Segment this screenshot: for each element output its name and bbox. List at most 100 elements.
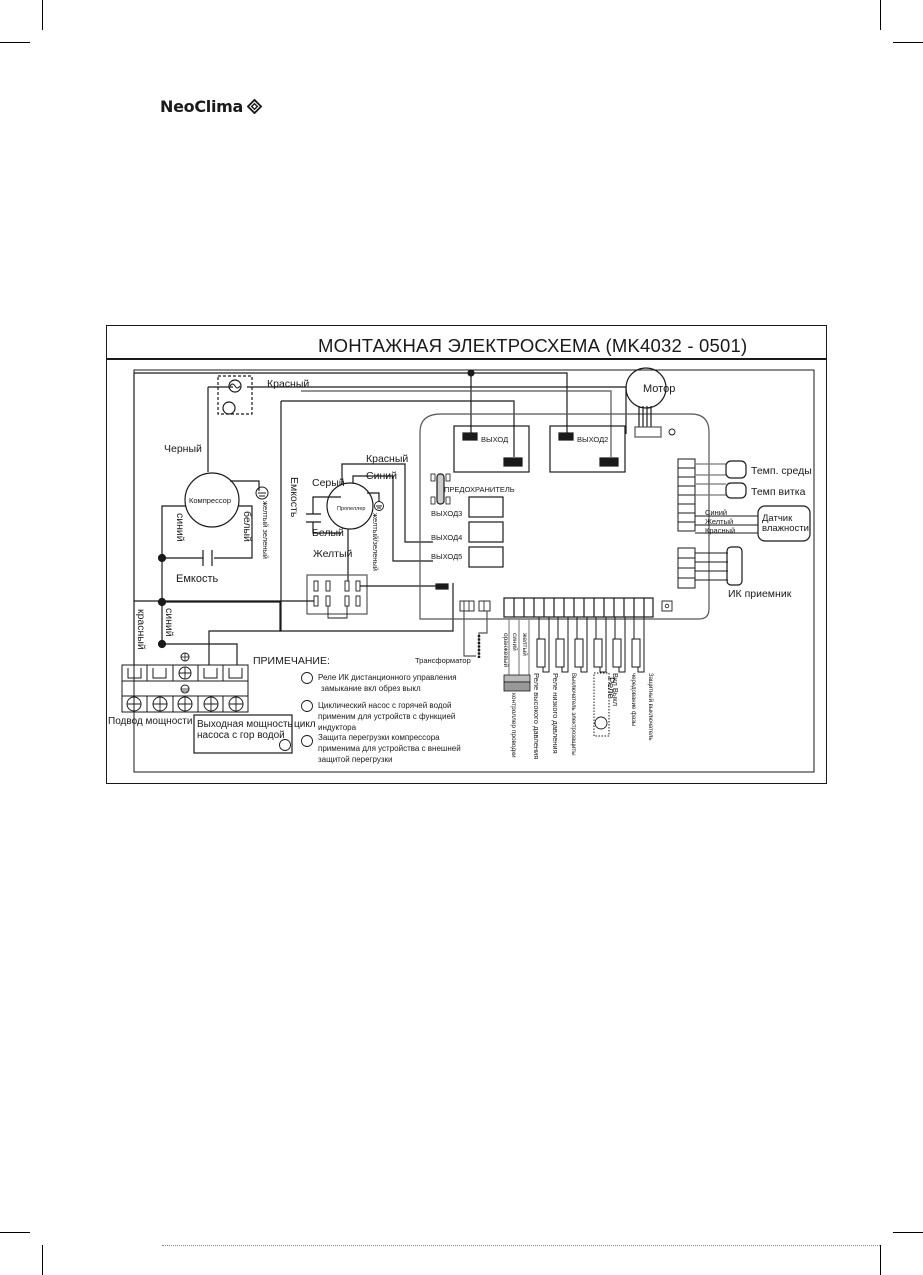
control-board	[419, 413, 710, 620]
fan-motor	[625, 367, 667, 409]
pump-output-box	[193, 714, 293, 754]
brand-logo: NeoClima	[160, 97, 263, 116]
label-hum-yellow: Желтый	[705, 517, 733, 526]
sensor-connectors	[677, 458, 696, 589]
coil-temp-sensor	[725, 482, 747, 499]
brand-name: NeoClima	[160, 97, 244, 116]
label-red-fan: Красный	[366, 453, 408, 465]
compressor	[184, 472, 240, 528]
label-transformer: Трансформатор	[415, 656, 471, 665]
output2-relay	[549, 425, 626, 473]
label-compressor: Компрессор	[189, 496, 231, 505]
propeller-motor	[326, 482, 374, 530]
label-on-off: Вкл Выкл	[611, 673, 620, 706]
crop-mark	[893, 1232, 923, 1233]
label-ambient-temp: Темп. среды	[751, 465, 812, 477]
crop-mark	[893, 42, 923, 43]
ir-receiver	[726, 546, 743, 586]
ground-icon	[255, 486, 269, 500]
diamond-arrows-logo-icon	[247, 99, 263, 114]
label-high-pressure: Реле высокого давления	[532, 673, 541, 759]
label-output1: ВЫХОД	[481, 435, 508, 444]
wire-red-top	[208, 386, 627, 434]
label-yg-comp: желтый зеленый	[261, 501, 270, 559]
label-orange: оранжевый	[502, 633, 510, 668]
label-yg-fan: желтый/зеленый	[371, 513, 380, 571]
label-coil-temp: Темп витка	[751, 486, 806, 498]
label-electric-protection: Выключатель электрозащиты	[570, 673, 576, 756]
label-notes-heading: ПРИМЕЧАНИЕ:	[253, 655, 330, 667]
label-hum-blue: Синий	[705, 508, 727, 517]
label-white-fan: Белый	[312, 527, 344, 539]
note-2-line-1: Циклический насос с горячей водой	[318, 701, 451, 710]
crop-mark	[880, 0, 881, 30]
label-wire-controller: контроллер проводки	[510, 693, 517, 758]
label-phase-sequence: чередование фазы	[630, 673, 636, 726]
label-yellow-fan: Желтый	[313, 548, 353, 560]
ambient-temp-sensor	[725, 460, 747, 479]
output4	[468, 521, 504, 543]
wire-output2	[301, 390, 612, 457]
wiring-schematic: Красный Черный Красный Синий Серый Белый…	[108, 367, 815, 773]
wire-comp-blue	[161, 505, 186, 558]
note-3-line-3: защитой перегрузки	[318, 755, 392, 764]
label-ir-receiver: ИК приемник	[728, 588, 792, 600]
label-blue-ctrl: синий	[511, 633, 519, 651]
output5	[468, 546, 504, 568]
bottom-connector-strip	[503, 597, 654, 618]
note-1-line-2: замыкание вкл обрез выкл	[321, 684, 421, 693]
label-propeller: Пропеллер	[337, 506, 365, 512]
label-output4: ВЫХОД4	[431, 533, 462, 542]
note-1-line-1: Реле ИК дистанционного управления	[318, 673, 457, 682]
fuse	[436, 473, 445, 505]
crop-mark	[0, 42, 30, 43]
diagram-title-bar: МОНТАЖНАЯ ЭЛЕКТРОСХЕМА (MK4032 - 0501)	[107, 326, 826, 360]
output3	[468, 496, 504, 518]
label-capacitor-comp: Емкость	[176, 573, 218, 585]
overload-protector	[217, 375, 253, 415]
label-pump-output-suffix: цикл	[294, 719, 316, 730]
label-capacitor-fan: Емкость	[288, 477, 300, 518]
diagram-title: МОНТАЖНАЯ ЭЛЕКТРОСХЕМА (MK4032 - 0501)	[318, 335, 748, 356]
label-hum-red: Красный	[705, 526, 735, 535]
label-pump-output-2: насоса с гор водой	[197, 730, 285, 741]
label-blue-fan: Синий	[366, 470, 397, 482]
crop-mark	[880, 1245, 881, 1275]
crop-mark	[42, 0, 43, 30]
label-black: Черный	[164, 443, 202, 455]
label-fuse: ПРЕДОХРАНИТЕЛЬ	[444, 485, 515, 494]
wiring-diagram-frame: МОНТАЖНАЯ ЭЛЕКТРОСХЕМА (MK4032 - 0501)	[106, 325, 827, 784]
power-terminal-block	[121, 652, 249, 713]
wire-output1-right	[281, 400, 515, 457]
label-blue-comp: синий	[174, 513, 186, 542]
transformer	[463, 611, 488, 657]
label-yellow-ctrl: желтый	[521, 633, 529, 656]
capacitor-comp	[162, 550, 213, 566]
label-power-input: Подвод мощности	[108, 716, 192, 727]
label-red-top: Красный	[267, 378, 309, 390]
crop-mark	[0, 1232, 30, 1233]
label-pump-output-1: Выходная мощность	[197, 719, 293, 730]
note-2-line-2: применим для устройств с функцией	[318, 712, 455, 721]
wire-comp-white	[214, 505, 253, 559]
label-grey-fan: Серый	[312, 477, 345, 489]
label-output5: ВЫХОД5	[431, 552, 462, 561]
crop-mark	[42, 1245, 43, 1275]
label-protective-switch: Защитный выключатель	[647, 673, 654, 740]
relay-dotted-box	[593, 672, 610, 737]
label-output3: ВЫХОД3	[431, 509, 462, 518]
label-blue-main: синий	[163, 608, 175, 637]
note-3-line-1: Защита перегрузки компрессора	[318, 733, 440, 742]
label-output2: ВЫХОД2	[577, 435, 608, 444]
terminal-block-fan	[306, 574, 368, 615]
footer-divider	[162, 1245, 880, 1247]
label-red-main: красный	[135, 609, 147, 650]
note-3-line-2: применима для устройства с внешней	[318, 744, 461, 753]
label-low-pressure: Реле низкого давления	[551, 673, 560, 754]
label-relay: Реле	[605, 677, 616, 699]
label-motor: Мотор	[643, 383, 675, 395]
label-white-comp: белый	[241, 511, 253, 542]
note-2-line-3: индуктора	[318, 723, 357, 732]
output1-relay	[453, 425, 530, 473]
